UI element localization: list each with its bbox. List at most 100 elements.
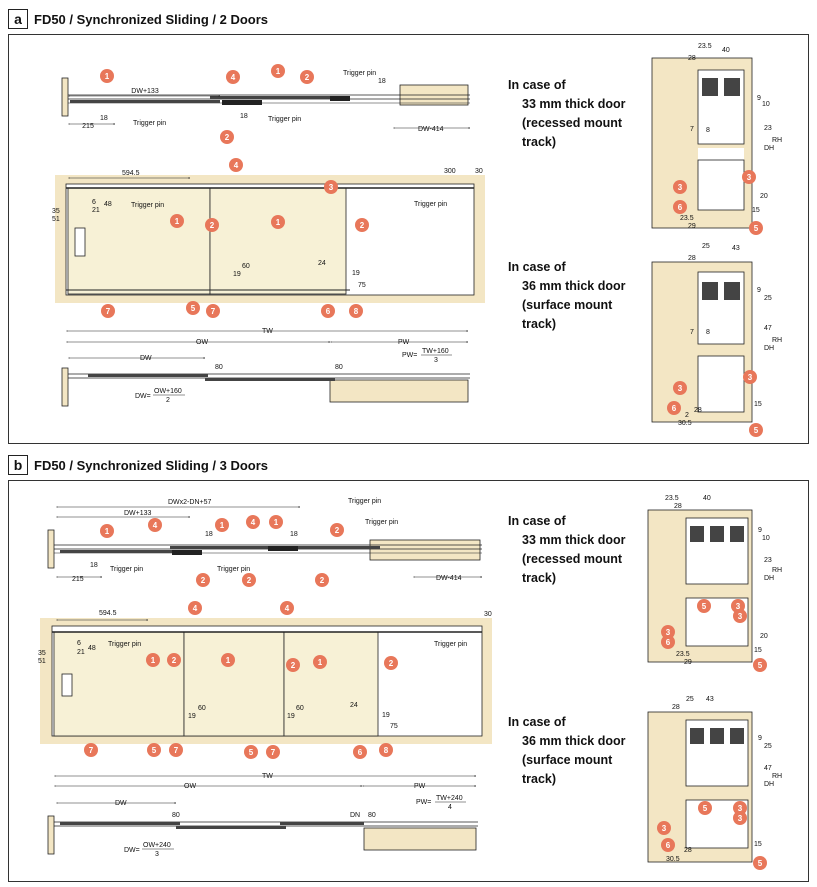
callout-number: 1: [105, 72, 110, 81]
callout-number: 8: [384, 746, 389, 755]
dim-20-b: 20: [760, 633, 768, 640]
dim-300: 300: [444, 168, 456, 175]
dim-19b-b: 19: [287, 713, 295, 720]
callout-number: 2: [201, 576, 206, 585]
callout-number: 4: [251, 518, 256, 527]
callout-circle: [742, 170, 756, 184]
callout-number: 8: [354, 307, 359, 316]
callout-3: 3: [742, 170, 756, 184]
callout-5: 5: [753, 856, 767, 870]
pw-numerator: TW+160: [422, 348, 449, 355]
pw-denominator: 3: [434, 357, 438, 364]
callout-4: 4: [226, 70, 240, 84]
callout-number: 3: [678, 183, 683, 192]
callout-circle: [271, 64, 285, 78]
callout-circle: [220, 130, 234, 144]
dim-43-b: 43: [706, 696, 714, 703]
callout-number: 5: [703, 804, 708, 813]
callout-number: 6: [672, 404, 677, 413]
dw-denominator: 2: [166, 397, 170, 404]
callout-7: 7: [101, 304, 115, 318]
callout-circle: [266, 745, 280, 759]
callout-number: 3: [666, 628, 671, 637]
callout-number: 5: [702, 602, 707, 611]
dw-numerator-b: OW+240: [143, 842, 171, 849]
dim-21: 21: [92, 207, 100, 214]
dim-dw: DW: [140, 355, 152, 362]
section-a-letter: a: [8, 9, 28, 29]
dim-tw: TW: [262, 328, 273, 335]
callout-3: 3: [661, 625, 675, 639]
dim-dh-s-b: DH: [764, 781, 774, 788]
dim-dn: DN: [350, 812, 360, 819]
section-b-letter: b: [8, 455, 28, 475]
callout-5: 5: [753, 658, 767, 672]
trigger-pin-a3: Trigger pin: [343, 70, 376, 77]
dim-80b: 80: [335, 364, 343, 371]
callout-number: 3: [736, 602, 741, 611]
callout-circle: [733, 811, 747, 825]
dim-7: 7: [690, 126, 694, 133]
section-a-panel: [8, 34, 809, 444]
dim-60a-b: 60: [198, 705, 206, 712]
callout-3: 3: [657, 821, 671, 835]
dim-8-s: 8: [706, 329, 710, 336]
dim-47: 47: [764, 325, 772, 332]
dim-23-5b-b: 23.5: [676, 651, 690, 658]
callout-2: 2: [242, 573, 256, 587]
callout-circle: [657, 821, 671, 835]
dim-594-5-b: 594.5: [99, 610, 117, 617]
dim-dw-b: DW: [115, 800, 127, 807]
dim-60: 60: [242, 263, 250, 270]
callout-3: 3: [733, 609, 747, 623]
dim-80a: 80: [215, 364, 223, 371]
callout-number: 2: [172, 656, 177, 665]
callout-2: 2: [330, 523, 344, 537]
callout-number: 5: [191, 304, 196, 313]
section-a-case-surface: In case of 36 mm thick door (surface mou…: [508, 260, 626, 331]
dim-7-s: 7: [690, 329, 694, 336]
callout-4: 4: [229, 158, 243, 172]
dim-pw: PW: [398, 339, 410, 346]
callout-4: 4: [280, 601, 294, 615]
callout-3: 3: [673, 381, 687, 395]
dim-6-b: 6: [77, 640, 81, 647]
dim-80a-b: 80: [172, 812, 180, 819]
callout-6: 6: [321, 304, 335, 318]
dim-30: 30: [475, 168, 483, 175]
callout-number: 7: [174, 746, 179, 755]
section-a-top-plan: DW+133 215 18 Trigger pin 18 Trigger pin…: [61, 70, 470, 133]
dim-75: 75: [358, 282, 366, 289]
callout-circle: [84, 743, 98, 757]
callout-number: 3: [748, 373, 753, 382]
dim-9-b: 9: [758, 527, 762, 534]
dim-30-5: 30.5: [678, 420, 692, 427]
callout-4: 4: [246, 515, 260, 529]
dim-21-b: 21: [77, 649, 85, 656]
pw-label-b: PW=: [416, 799, 431, 806]
callout-circle: [330, 523, 344, 537]
callout-2: 2: [205, 218, 219, 232]
callout-number: 7: [106, 307, 111, 316]
section-b-side-section-surface: 25 43 28 9 25 47 DH RH 30.5 28 15: [647, 696, 782, 863]
dim-ow: OW: [196, 339, 208, 346]
dim-23: 23: [764, 125, 772, 132]
dim-18a-b: 18: [90, 562, 98, 569]
callout-circle: [196, 573, 210, 587]
dim-18b: 18: [240, 113, 248, 120]
door-1: [67, 187, 211, 295]
dim-28-s-b: 28: [672, 704, 680, 711]
callout-5: 5: [697, 599, 711, 613]
callout-2: 2: [286, 658, 300, 672]
callout-7: 7: [266, 745, 280, 759]
section-a-elevation: 594.5 300 30 35 51 21 6 48 Trigger pin T…: [52, 168, 485, 303]
callout-circle: [186, 301, 200, 315]
callout-number: 4: [285, 604, 290, 613]
callout-8: 8: [349, 304, 363, 318]
callout-circle: [170, 214, 184, 228]
callout-5: 5: [186, 301, 200, 315]
dim-23-b: 23: [764, 557, 772, 564]
callout-2: 2: [167, 653, 181, 667]
section-b-case-recessed: In case of 33 mm thick door (recessed mo…: [508, 514, 626, 585]
callout-1: 1: [269, 515, 283, 529]
